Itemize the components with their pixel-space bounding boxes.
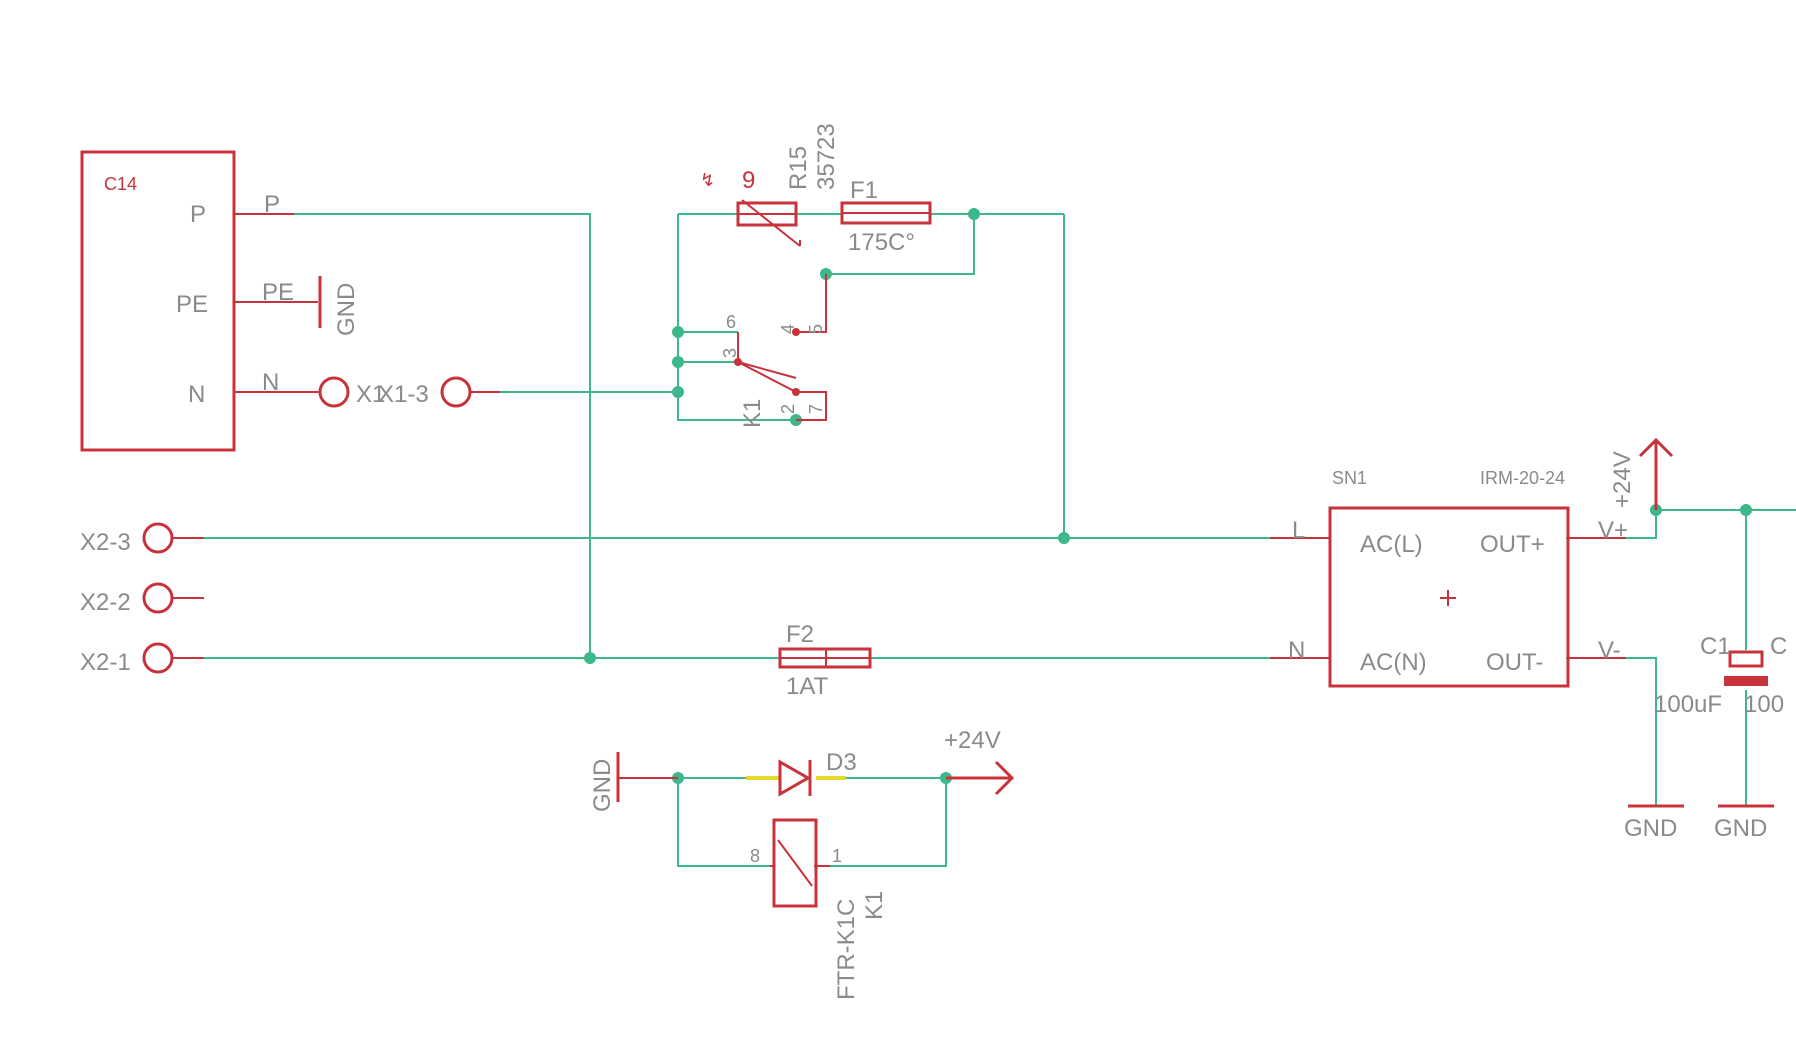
junctions [584,208,1752,784]
psu-value: IRM-20-24 [1480,468,1565,488]
net-label-n: N [262,369,279,396]
psu-out-plus: OUT+ [1480,531,1545,558]
c1-name: C1 [1700,633,1731,660]
x1-label: X1 [356,381,385,408]
gnd-symbol-pe: GND [318,276,360,336]
k1-coil-pin-8: 8 [750,846,760,866]
k1-coil-value: FTR-K1C [833,899,860,1000]
supply-24v-right: +24V [1609,437,1674,510]
supply-24v-bottom: +24V [944,727,1015,796]
f1-value: 175C° [848,229,915,256]
k1-pin-5: 5 [806,324,826,334]
supply-24v-right-label: +24V [1609,451,1636,508]
x2-terminals[interactable]: X2-3 X2-2 X2-1 [80,522,204,676]
k1-pin-3: 3 [720,348,740,358]
r15-name: R15 [785,146,812,190]
gnd-symbol-psu-1: GND [1624,804,1684,842]
psu-ac-n: AC(N) [1360,649,1427,676]
x2-1-label: X2-1 [80,649,131,676]
psu-net-vminus: V- [1598,637,1621,664]
k1-pin-4: 4 [778,324,798,334]
k1-coil-pin-1: 1 [832,846,842,866]
psu-name: SN1 [1332,468,1367,488]
gnd-symbol-bottom: GND [589,752,678,812]
r15-thermistor[interactable]: R15 35723 9 ↯ [700,123,840,247]
k1-coil-name: K1 [861,891,888,920]
f2-value: 1AT [786,673,829,700]
k1-relay-switch[interactable]: 6 3 4 5 2 7 K1 [720,274,827,428]
c14-connector[interactable]: C14 P PE N P PE N [80,150,318,452]
f1-name: F1 [850,177,878,204]
f2-fuse[interactable]: F2 1AT [778,621,872,700]
r15-temp-symbol: 9 [742,167,755,194]
net-label-p: P [264,191,280,218]
f2-name: F2 [786,621,814,648]
wires [174,213,1796,867]
psu-net-vplus: V+ [1598,517,1628,544]
x1-3-label: X1-3 [378,381,429,408]
c1-name-2: C [1770,633,1787,660]
d3-diode[interactable]: D3 [746,749,857,797]
psu-out-minus: OUT- [1486,649,1543,676]
c14-pin-pe: PE [176,291,208,318]
k1-switch-name: K1 [739,399,766,428]
psu-net-l: L [1292,517,1305,544]
x1-terminals[interactable]: X1 X1-3 [294,376,500,408]
d3-name: D3 [826,749,857,776]
x2-3-label: X2-3 [80,529,131,556]
c14-name: C14 [104,174,137,194]
net-label-pe: PE [262,279,294,306]
k1-relay-coil[interactable]: 8 1 K1 FTR-K1C [750,818,888,1000]
supply-24v-bottom-label: +24V [944,727,1001,754]
gnd-symbol-psu-2: GND [1714,804,1774,842]
c1-capacitor[interactable]: C1 C 100uF 100 [1654,633,1787,718]
r15-value: 35723 [813,123,840,190]
f1-fuse[interactable]: F1 175C° [840,177,932,256]
k1-pin-2: 2 [778,404,798,414]
gnd-psu-2-label: GND [1714,815,1767,842]
r15-arrow-icon: ↯ [700,170,715,190]
gnd-label-pe: GND [333,283,360,336]
gnd-psu-1-label: GND [1624,815,1677,842]
k1-pin-7: 7 [806,404,826,414]
c1-value: 100uF [1654,691,1722,718]
psu-net-n: N [1288,637,1305,664]
x2-2-label: X2-2 [80,589,131,616]
c1-value-2: 100 [1744,691,1784,718]
psu-ac-l: AC(L) [1360,531,1423,558]
c14-pin-n: N [188,381,205,408]
c14-pin-p: P [190,201,206,228]
sn1-psu-module[interactable]: SN1 IRM-20-24 AC(L) AC(N) OUT+ OUT- L N … [1270,468,1628,688]
gnd-bottom-label: GND [589,759,616,812]
k1-pin-6: 6 [726,312,736,332]
